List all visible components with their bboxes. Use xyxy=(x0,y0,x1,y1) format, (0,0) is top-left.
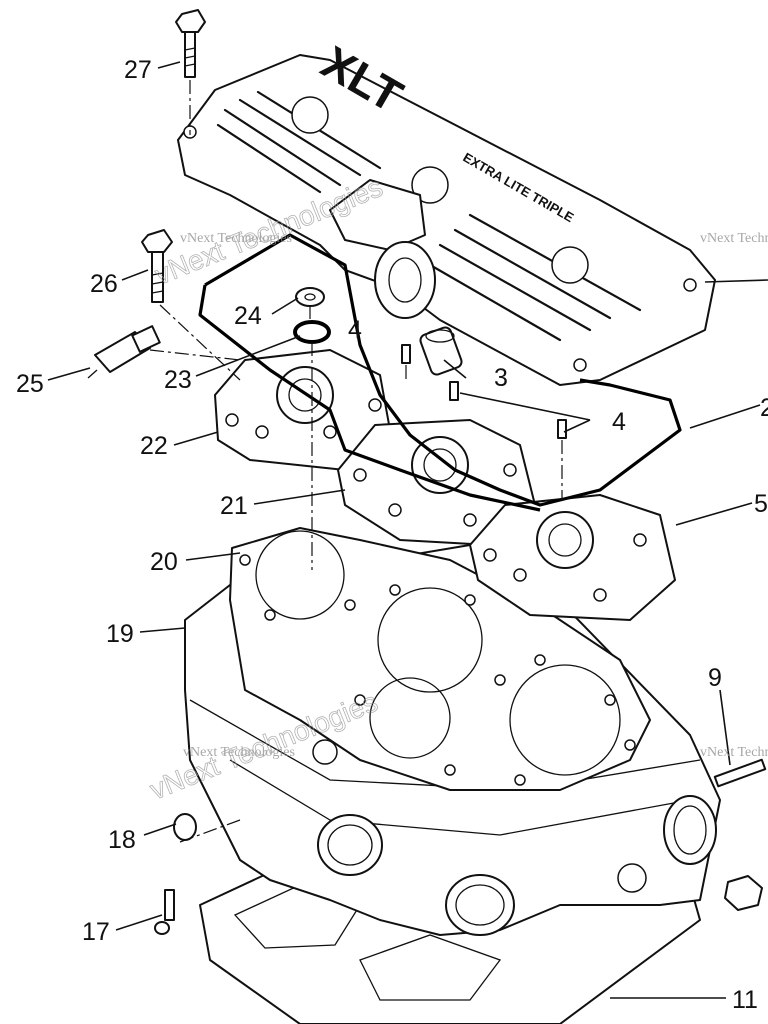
stud-nut xyxy=(724,875,763,911)
exhaust-stud xyxy=(713,758,767,788)
gasket-bolt-holes xyxy=(239,554,636,786)
callout-27: 27 xyxy=(124,56,152,84)
temperature-sensor xyxy=(87,325,161,379)
callout-17: 17 xyxy=(82,918,110,946)
callout-3: 3 xyxy=(494,364,508,392)
callout-2: 2 xyxy=(760,394,768,422)
water-nipple xyxy=(154,889,175,935)
callout-18: 18 xyxy=(108,826,136,854)
leader-lines xyxy=(47,61,768,999)
callout-labels: 27 26 24 25 23 4 3 2 4 22 21 5 20 19 9 1… xyxy=(16,56,768,1014)
cover-bolt xyxy=(175,9,206,78)
cylinder-head-right xyxy=(469,494,676,621)
cover-o-ring-seal xyxy=(204,233,682,507)
callout-4: 4 xyxy=(612,408,626,436)
thermostat xyxy=(419,326,463,376)
cover-o-ring-seal-inner xyxy=(198,284,541,512)
callout-21: 21 xyxy=(220,492,248,520)
callout-26: 26 xyxy=(90,270,118,298)
callout-19: 19 xyxy=(106,620,134,648)
head-bolt xyxy=(141,229,173,303)
watermark: vNext Technologies xyxy=(700,745,768,760)
watermark: vNext Technologies xyxy=(183,745,295,760)
callout-11: 11 xyxy=(732,986,758,1014)
callout-24: 24 xyxy=(234,302,262,330)
watermark: vNext Technologies xyxy=(180,231,292,246)
watermark: vNext Technologies xyxy=(700,231,768,246)
callout-22: 22 xyxy=(140,432,168,460)
callout-4-top: 4 xyxy=(348,316,362,344)
callout-9: 9 xyxy=(708,664,722,692)
cylinder-head-left xyxy=(214,349,391,471)
o-ring xyxy=(293,320,331,344)
callout-20: 20 xyxy=(150,548,178,576)
head-gasket xyxy=(229,527,651,791)
callout-25: 25 xyxy=(16,370,44,398)
sealing-washer xyxy=(295,287,325,307)
callout-23: 23 xyxy=(164,366,192,394)
callout-5: 5 xyxy=(754,490,768,518)
dowel-pins xyxy=(401,344,567,439)
assembly-lines xyxy=(149,80,563,843)
cylinder-plug xyxy=(173,813,197,841)
